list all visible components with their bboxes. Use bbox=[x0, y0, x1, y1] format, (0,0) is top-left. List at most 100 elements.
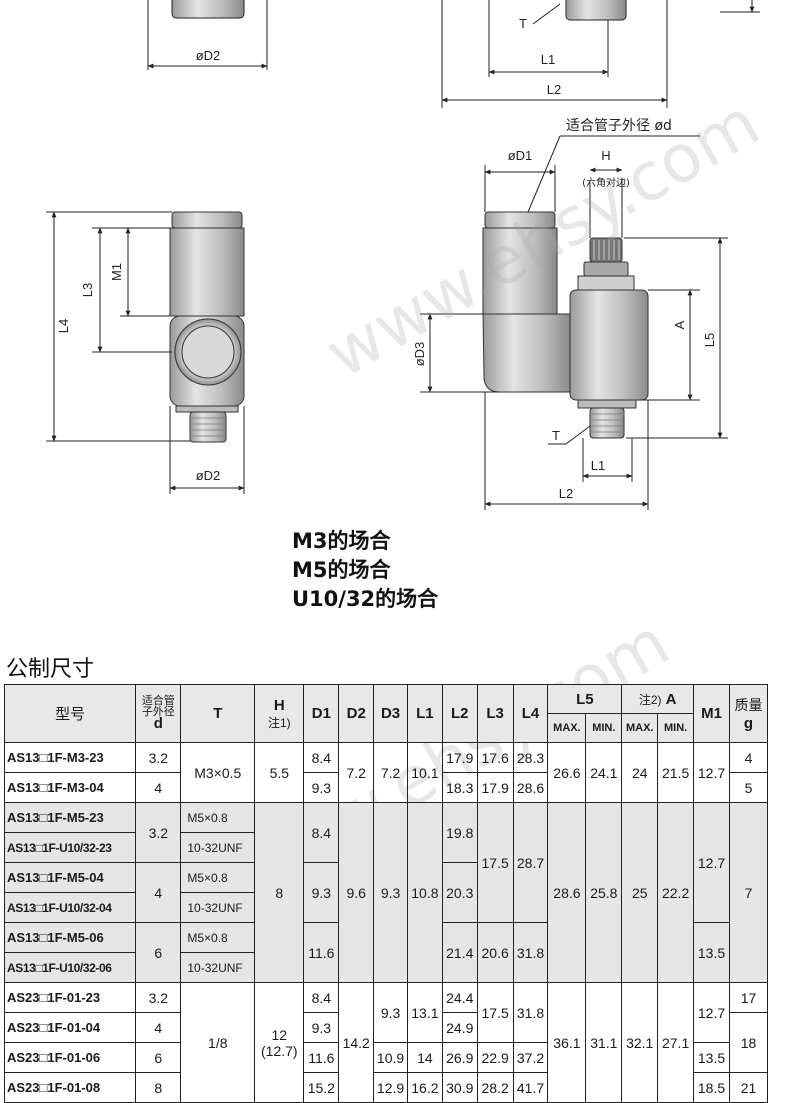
d2-cell: 14.2 bbox=[338, 982, 375, 1103]
right-view-dimensions bbox=[420, 135, 728, 510]
l5-min-cell: 25.8 bbox=[585, 802, 623, 983]
d3-cell: 9.3 bbox=[373, 982, 408, 1043]
a-min-cell: 21.5 bbox=[657, 742, 695, 803]
top-right-t-label: T bbox=[519, 16, 527, 31]
t-cell: 10-32UNF bbox=[180, 832, 256, 863]
l2-cell: 17.9 bbox=[441, 742, 478, 773]
t-cell: 10-32UNF bbox=[180, 952, 256, 983]
l3-cell: 17.6 bbox=[476, 742, 514, 773]
left-view-body bbox=[169, 211, 245, 443]
d-cell: 3.2 bbox=[135, 802, 182, 863]
col-t: T bbox=[180, 684, 256, 743]
table-row: AS13□1F-M3-23 3.2 M3×0.5 5.5 8.4 7.2 7.2… bbox=[3, 742, 769, 803]
d1-cell: 8.4 bbox=[303, 982, 340, 1013]
d-cell: 6 bbox=[135, 1042, 182, 1073]
l2-cell: 26.9 bbox=[441, 1042, 478, 1073]
l1-cell: 16.2 bbox=[406, 1072, 443, 1103]
metric-dimension-table: 型号 适合管 子外径 d T H 注1) D1 D2 D3 L1 L2 L3 L… bbox=[3, 684, 769, 1103]
l2-cell: 21.4 bbox=[441, 922, 478, 983]
d3-cell: 10.9 bbox=[373, 1042, 408, 1073]
model-cell: AS23□1F-01-23 bbox=[3, 982, 137, 1013]
top-right-l1-label: L1 bbox=[541, 52, 555, 67]
model-cell: AS13□1F-M3-23 bbox=[3, 742, 137, 773]
col-h-label: H bbox=[273, 696, 285, 714]
d3-cell: 9.3 bbox=[373, 802, 408, 983]
col-d2: D2 bbox=[338, 684, 375, 743]
d-cell: 4 bbox=[135, 862, 182, 923]
table-row: AS13□1F-M5-23 3.2 M5×0.8 8 8.4 9.6 9.3 1… bbox=[3, 802, 769, 983]
case-u1032: U10/32的场合 bbox=[292, 587, 439, 611]
table-row: AS13□1F-M5-04 4 M5×0.8 9.3 20.3 bbox=[3, 862, 768, 923]
a-min-cell: 27.1 bbox=[657, 982, 695, 1103]
l4-cell: 41.7 bbox=[512, 1072, 549, 1103]
t-cell: M5×0.8 bbox=[180, 862, 256, 893]
l2-cell: 24.4 bbox=[441, 982, 478, 1013]
d3-cell: 12.9 bbox=[373, 1072, 408, 1103]
mass-cell: 7 bbox=[728, 802, 769, 983]
right-view-l2-label: L2 bbox=[559, 486, 573, 501]
l2-cell: 18.3 bbox=[441, 772, 478, 803]
l4-cell: 31.8 bbox=[512, 982, 549, 1043]
col-d1: D1 bbox=[303, 684, 340, 743]
d-cell: 3.2 bbox=[135, 742, 182, 773]
col-a: 注2) A bbox=[621, 684, 695, 714]
technical-drawing: øD2 T L1 L2 bbox=[46, 0, 760, 510]
mass-cell: 5 bbox=[728, 772, 769, 803]
right-view-l1-label: L1 bbox=[591, 458, 605, 473]
l5-max-cell: 26.6 bbox=[547, 742, 587, 803]
model-cell: AS13□1F-U10/32-23 bbox=[3, 832, 137, 863]
left-view-l3-label: L3 bbox=[80, 283, 95, 297]
l4-cell: 31.8 bbox=[512, 922, 549, 983]
l4-cell: 28.6 bbox=[512, 772, 549, 803]
model-cell: AS13□1F-M3-04 bbox=[3, 772, 137, 803]
l4-cell: 37.2 bbox=[512, 1042, 549, 1073]
col-mass: 质量 g bbox=[728, 684, 769, 743]
l3-cell: 17.9 bbox=[476, 772, 514, 803]
a-max-cell: 25 bbox=[621, 802, 659, 983]
l5-max-cell: 36.1 bbox=[547, 982, 587, 1103]
h-cell: 8 bbox=[254, 802, 305, 983]
col-tube-od-symbol: d bbox=[153, 715, 163, 732]
model-cell: AS13□1F-U10/32-06 bbox=[3, 952, 137, 983]
case-labels: M3的场合 M5的场合 U10/32的场合 bbox=[292, 527, 438, 614]
m1-cell: 13.5 bbox=[693, 1042, 730, 1073]
t-cell: 1/8 bbox=[180, 982, 256, 1103]
right-view-d1-label: øD1 bbox=[508, 148, 533, 163]
col-h-note: 注1) bbox=[267, 715, 291, 730]
d1-cell: 11.6 bbox=[303, 922, 340, 983]
col-a-note: 注2) bbox=[638, 692, 662, 707]
l3-cell: 17.5 bbox=[476, 982, 514, 1043]
m1-cell: 12.7 bbox=[693, 742, 730, 803]
l1-cell: 13.1 bbox=[406, 982, 443, 1043]
left-view-dimensions bbox=[46, 211, 245, 494]
model-cell: AS13□1F-M5-23 bbox=[3, 802, 137, 833]
mass-cell: 18 bbox=[728, 1012, 769, 1073]
l3-cell: 17.5 bbox=[476, 802, 514, 923]
a-min-cell: 22.2 bbox=[657, 802, 695, 983]
d1-cell: 15.2 bbox=[303, 1072, 340, 1103]
col-a-label: A bbox=[665, 690, 677, 708]
d2-cell: 7.2 bbox=[338, 742, 375, 803]
d-cell: 4 bbox=[135, 772, 182, 803]
l3-cell: 28.2 bbox=[476, 1072, 514, 1103]
l2-cell: 19.8 bbox=[441, 802, 478, 863]
col-l2: L2 bbox=[441, 684, 478, 743]
col-d3: D3 bbox=[373, 684, 408, 743]
l3-cell: 22.9 bbox=[476, 1042, 514, 1073]
col-tube-od-line2: 子外径 bbox=[141, 706, 175, 718]
a-max-cell: 32.1 bbox=[621, 982, 659, 1103]
t-cell: 10-32UNF bbox=[180, 892, 256, 923]
right-view-t-label: T bbox=[552, 428, 560, 443]
d1-cell: 9.3 bbox=[303, 772, 340, 803]
d-cell: 3.2 bbox=[135, 982, 182, 1013]
table-row: AS23□1F-01-23 3.2 1/8 12 (12.7) 8.4 14.2… bbox=[3, 982, 769, 1103]
h-cell: 12 (12.7) bbox=[254, 982, 305, 1103]
d2-cell: 9.6 bbox=[338, 802, 375, 983]
l5-min-cell: 31.1 bbox=[585, 982, 623, 1103]
l5-min-cell: 24.1 bbox=[585, 742, 623, 803]
col-a-min: MIN. bbox=[657, 713, 695, 743]
col-l1: L1 bbox=[406, 684, 443, 743]
col-m1: M1 bbox=[693, 684, 730, 743]
h-cell: 5.5 bbox=[254, 742, 305, 803]
mass-cell: 17 bbox=[728, 982, 769, 1013]
